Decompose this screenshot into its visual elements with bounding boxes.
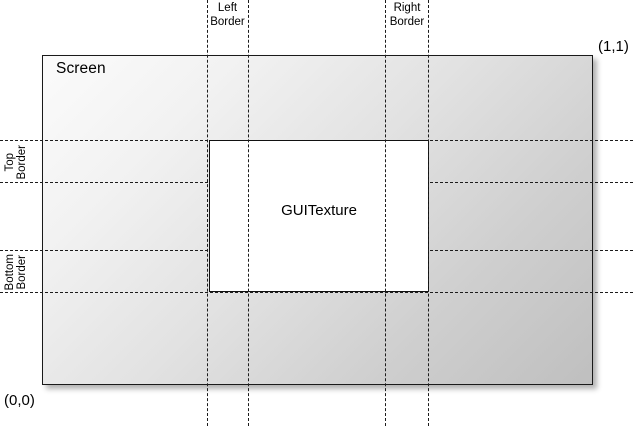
guide-line-left-outer	[207, 0, 208, 426]
bottom-border-label: Bottom Border	[4, 252, 28, 292]
coordinate-label-bottom-left: (0,0)	[4, 392, 35, 409]
screen-label: Screen	[56, 60, 106, 77]
right-border-label-line1: Right	[393, 2, 421, 14]
guide-line-right-outer	[428, 0, 429, 426]
guide-line-left-inner	[248, 0, 249, 426]
guitexture-rectangle	[209, 140, 429, 292]
top-border-label-word1: Top	[4, 152, 16, 172]
top-border-label: Top Border	[4, 142, 28, 182]
guide-line-right-inner	[385, 0, 386, 426]
left-border-label: Left Border	[197, 2, 258, 29]
top-border-label-word2: Border	[16, 144, 28, 180]
left-border-label-line2: Border	[210, 15, 245, 28]
guitexture-label: GUITexture	[281, 202, 357, 219]
left-border-label-line1: Left	[217, 2, 238, 14]
right-border-label-line2: Border	[389, 15, 425, 28]
bottom-border-label-word2: Border	[16, 254, 28, 290]
bottom-border-label-word1: Bottom	[4, 253, 16, 291]
guide-line-bottom-outer	[0, 292, 633, 293]
right-border-label: Right Border	[376, 2, 438, 29]
coordinate-label-top-right: (1,1)	[598, 38, 629, 55]
